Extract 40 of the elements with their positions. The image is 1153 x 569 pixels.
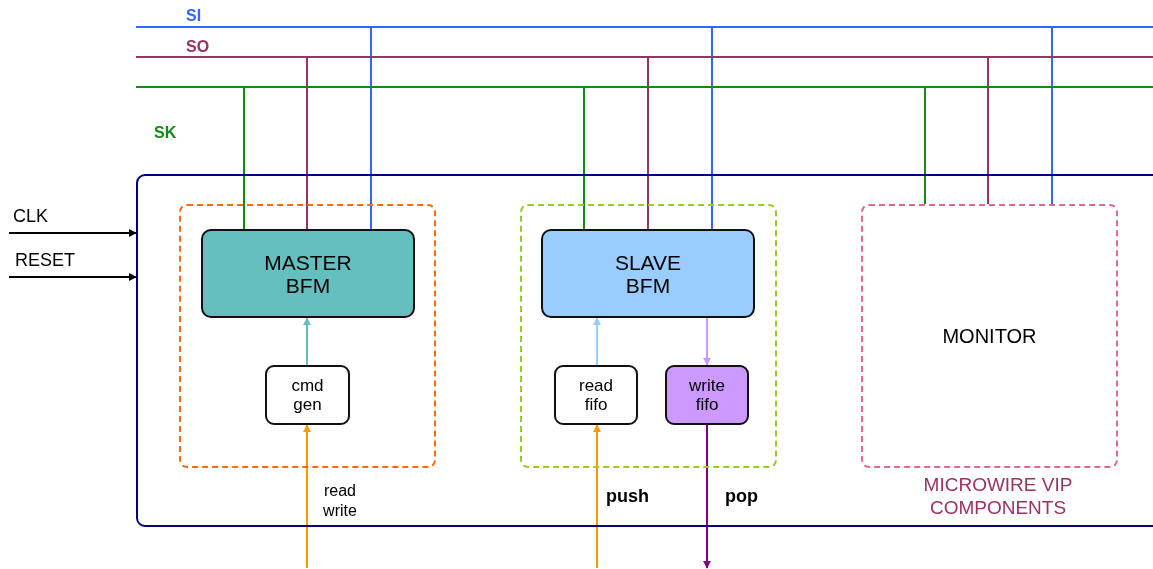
box-label: MASTER BFM [263, 250, 353, 297]
fifo-box [554, 365, 638, 425]
connector-line [583, 87, 585, 230]
signal-label: SO [186, 38, 210, 56]
connector-line [243, 87, 245, 230]
connector-line [306, 57, 308, 230]
connector-line [1051, 27, 1053, 205]
process-box [201, 229, 415, 318]
connector-line [924, 87, 926, 205]
arrow [593, 424, 601, 569]
arrow [303, 317, 311, 366]
connector-line [370, 27, 372, 230]
fifo-box [665, 365, 749, 425]
bus-line [136, 56, 1153, 58]
connector-line [987, 57, 989, 205]
signal-label: SK [154, 124, 177, 142]
arrow [703, 317, 711, 366]
master-group-box [179, 204, 436, 468]
process-box [541, 229, 755, 318]
bus-line [136, 26, 1153, 28]
arrow [703, 424, 711, 569]
edge-label: push [606, 486, 649, 506]
box-label: SLAVE BFM [613, 250, 683, 297]
connector-line [647, 57, 649, 230]
arrow [303, 424, 311, 569]
box-label: read fifo [578, 376, 614, 414]
box-label: write fifo [688, 376, 726, 414]
arrow [8, 229, 137, 237]
box-label: cmd gen [290, 376, 325, 414]
bus-line [136, 86, 1153, 88]
monitor-box [861, 204, 1118, 468]
arrow [593, 317, 601, 366]
process-box [265, 365, 350, 425]
slave-group-box [520, 204, 777, 468]
arrow [8, 273, 137, 281]
signal-label: SI [186, 7, 202, 25]
connector-line [711, 27, 713, 230]
system-box [136, 174, 1153, 527]
group-title: MICROWIRE VIP COMPONENTS [922, 473, 1074, 519]
box-label: MONITOR [942, 324, 1037, 348]
